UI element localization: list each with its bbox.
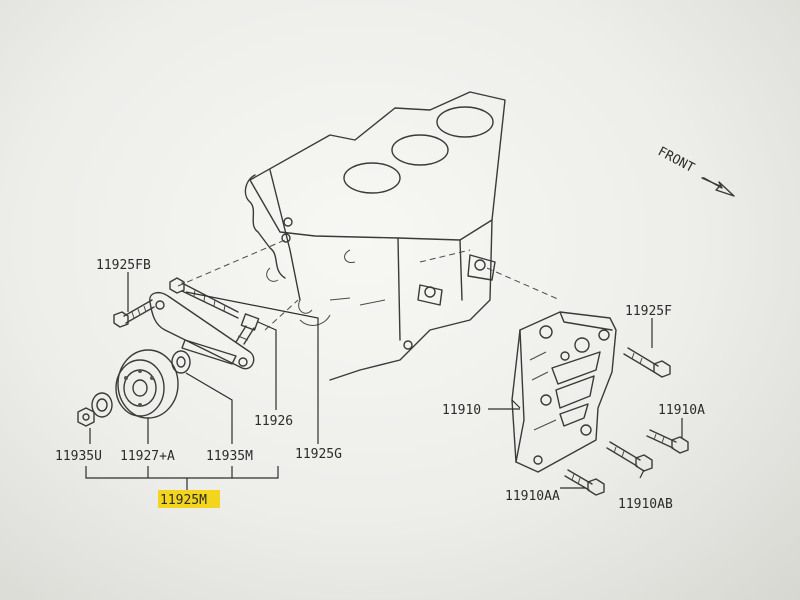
bolt-11910aa (564, 469, 605, 496)
bolt-11910ab (606, 441, 653, 472)
label-11935m: 11935M (206, 449, 253, 464)
mounting-bracket-11910 (511, 311, 617, 473)
idler-pulley-assembly (77, 277, 260, 427)
bearing-washer (91, 392, 113, 418)
nut-11935u (77, 407, 95, 427)
label-11925m: 11925M (160, 493, 207, 508)
highlight-11925m (158, 490, 220, 508)
bolt-11925f (623, 347, 671, 378)
alignment-lines (177, 239, 561, 331)
part-labels: 11925FB 11926 11925G 11935U 11927+A 1193… (55, 258, 705, 512)
label-11910: 11910 (442, 403, 481, 418)
label-11925g: 11925G (295, 447, 342, 462)
bracket-plate (149, 291, 255, 370)
washer (171, 350, 191, 374)
idler-pulley (115, 349, 179, 419)
label-11925f: 11925F (625, 304, 672, 319)
label-11925fb: 11925FB (96, 258, 151, 273)
front-label: FRONT (655, 144, 697, 176)
bolt-11925fb (113, 299, 155, 328)
label-11910a: 11910A (658, 403, 705, 418)
bolt-11925g (169, 277, 239, 319)
label-11910ab: 11910AB (618, 497, 673, 512)
engine-block (244, 91, 506, 381)
leader-lines (85, 272, 683, 492)
label-11910aa: 11910AA (505, 489, 560, 504)
stud-11926 (235, 313, 260, 345)
label-11927a: 11927+A (120, 449, 175, 464)
front-direction-arrow: FRONT (655, 144, 735, 197)
label-11926: 11926 (254, 414, 293, 429)
bolt-11910a (646, 429, 689, 454)
label-11935u: 11935U (55, 449, 102, 464)
